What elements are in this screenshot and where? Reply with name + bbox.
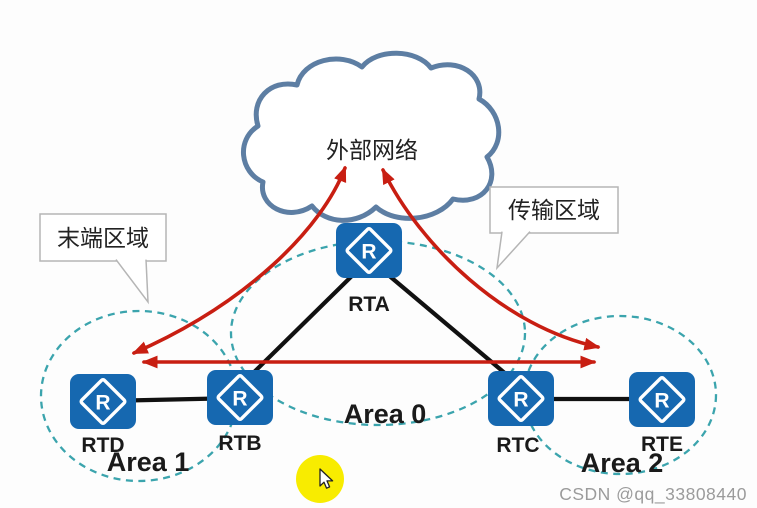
transit-area-callout-label: 传输区域 [508,197,600,223]
arrow-area1-to-external [131,165,347,355]
router-glyph: R [513,389,528,412]
area-1-label: Area 1 [107,447,190,477]
external-network-label: 外部网络 [326,137,418,163]
stub-area-callout-label: 末端区域 [57,225,149,251]
cursor-highlight [296,455,344,503]
watermark-text: CSDN @qq_33808440 [559,484,747,505]
router-rte: R RTE [629,372,695,456]
area-0-label: Area 0 [344,399,427,429]
router-diamond-icon [345,227,393,274]
router-rte-label: RTE [641,433,683,456]
router-rtd-label: RTD [81,434,124,457]
router-rtd: R RTD [70,374,136,457]
arrow-area2-to-external [381,167,601,351]
router-glyph: R [95,392,110,415]
mouse-cursor-icon [319,468,334,489]
router-diamond-icon [638,376,686,423]
router-diamond-icon [497,375,545,422]
area-2-label: Area 2 [581,448,664,478]
router-rtc: R RTC [488,371,554,457]
stub-area-callout: 末端区域 [39,213,167,305]
router-rtb: R RTB [207,370,273,455]
router-rta: R RTA [336,223,402,316]
transit-area-callout: 传输区域 [489,186,619,271]
router-glyph: R [232,388,247,411]
router-diamond-icon [216,374,264,421]
router-glyph: R [361,241,376,264]
router-rtc-label: RTC [496,434,539,457]
router-diamond-icon [79,378,127,425]
router-rtb-label: RTB [218,432,261,455]
router-rta-label: RTA [348,293,390,316]
router-glyph: R [654,390,669,413]
